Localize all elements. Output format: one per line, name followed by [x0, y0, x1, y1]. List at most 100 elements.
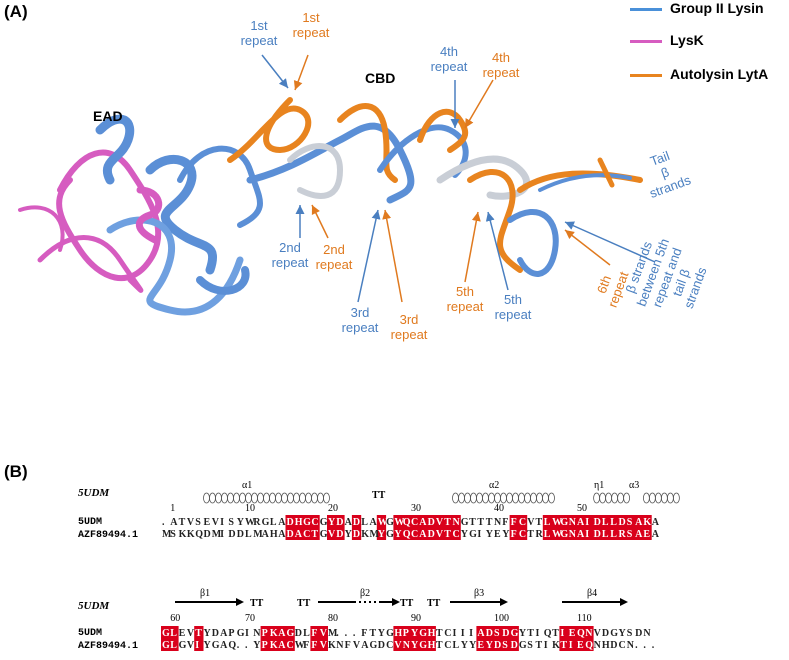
annotation-line: repeat [341, 320, 379, 335]
residue-number: 30 [411, 503, 421, 514]
cbd-ribbons [227, 97, 643, 277]
residue: I [536, 628, 540, 639]
residue: V [320, 640, 328, 651]
residue: W [295, 640, 305, 651]
residue: T [444, 517, 451, 528]
residue: T [527, 529, 534, 540]
residue: F [511, 529, 517, 540]
residue: T [552, 628, 559, 639]
residue: D [204, 529, 211, 540]
residue-number: 110 [577, 613, 592, 624]
residue: T [436, 640, 443, 651]
residue: K [187, 529, 195, 540]
residue: L [602, 529, 609, 540]
residue: L [170, 640, 177, 651]
residue: A [220, 640, 228, 651]
ss-beta3: β3 [474, 588, 484, 599]
residue: K [552, 640, 560, 651]
residue: D [594, 529, 601, 540]
residue: D [228, 529, 235, 540]
residue: E [204, 517, 211, 528]
residue: D [635, 628, 642, 639]
residue: C [444, 640, 451, 651]
residue: Y [619, 628, 627, 639]
ss-beta2: β2 [360, 588, 370, 599]
conserved-block [285, 515, 320, 540]
residue: . [345, 628, 348, 639]
residue: G [287, 628, 295, 639]
residue: Y [328, 517, 336, 528]
annotation-orange-1st-repeat: 1st repeat [286, 10, 336, 40]
residue-number: 70 [245, 613, 255, 624]
residue: C [311, 517, 318, 528]
residue: C [619, 640, 626, 651]
residue: E [494, 529, 501, 540]
annotation-line: 1st [250, 18, 268, 33]
residue: A [220, 628, 228, 639]
residue: A [345, 517, 353, 528]
annotation-line: repeat [494, 307, 532, 322]
residue: D [486, 628, 493, 639]
residue: I [461, 628, 465, 639]
residue: Y [519, 628, 527, 639]
residue: I [220, 517, 224, 528]
residue: D [619, 517, 626, 528]
residue: G [519, 640, 527, 651]
residue: D [511, 640, 518, 651]
residue: L [245, 529, 252, 540]
residue: G [320, 529, 328, 540]
residue: S [170, 529, 176, 540]
residue: E [477, 640, 484, 651]
residue: C [287, 640, 294, 651]
residue: D [602, 628, 609, 639]
residue-number: 20 [328, 503, 338, 514]
annotation-line: 5th [503, 292, 523, 307]
residue: F [311, 628, 317, 639]
ss-alpha3: α3 [629, 480, 639, 491]
residue: C [519, 529, 526, 540]
annotation-blue-3rd-repeat: 3rd repeat [336, 305, 384, 335]
residue-number: 1 [170, 503, 175, 514]
residue: N [585, 628, 593, 639]
residue: M [212, 529, 222, 540]
residue: G [212, 640, 220, 651]
residue: I [477, 529, 481, 540]
residue: S [195, 517, 201, 528]
annotation-line: 5th [455, 284, 475, 299]
residue: V [187, 517, 195, 528]
residue: . [635, 640, 638, 651]
conserved-block [351, 515, 362, 540]
residue: E [643, 529, 650, 540]
residue: A [278, 628, 286, 639]
residue: A [419, 517, 427, 528]
residue: V [187, 628, 195, 639]
annotation-line: 3rd [399, 312, 419, 327]
residue: N [453, 517, 461, 528]
residue: T [436, 628, 443, 639]
helix-coil [548, 492, 555, 504]
residue: V [187, 640, 195, 651]
residue-number: 60 [170, 613, 180, 624]
residue: H [394, 628, 402, 639]
helix-coil [623, 492, 630, 504]
residue: V [527, 517, 535, 528]
residue: Q [585, 640, 593, 651]
residue: M [328, 628, 338, 639]
annotation-line: 4th [491, 50, 511, 65]
residue: . [353, 628, 356, 639]
conserved-block [161, 626, 179, 651]
ss-alpha1: α1 [242, 480, 252, 491]
residue: Y [461, 529, 469, 540]
residue: G [610, 628, 618, 639]
ead-label: EAD [93, 108, 123, 124]
residue: . [162, 517, 165, 528]
residue: G [560, 517, 568, 528]
residue: . [652, 640, 655, 651]
residue: C [411, 529, 418, 540]
residue: I [585, 517, 589, 528]
residue: A [278, 529, 286, 540]
residue-number: 90 [411, 613, 421, 624]
residue: Q [403, 517, 411, 528]
